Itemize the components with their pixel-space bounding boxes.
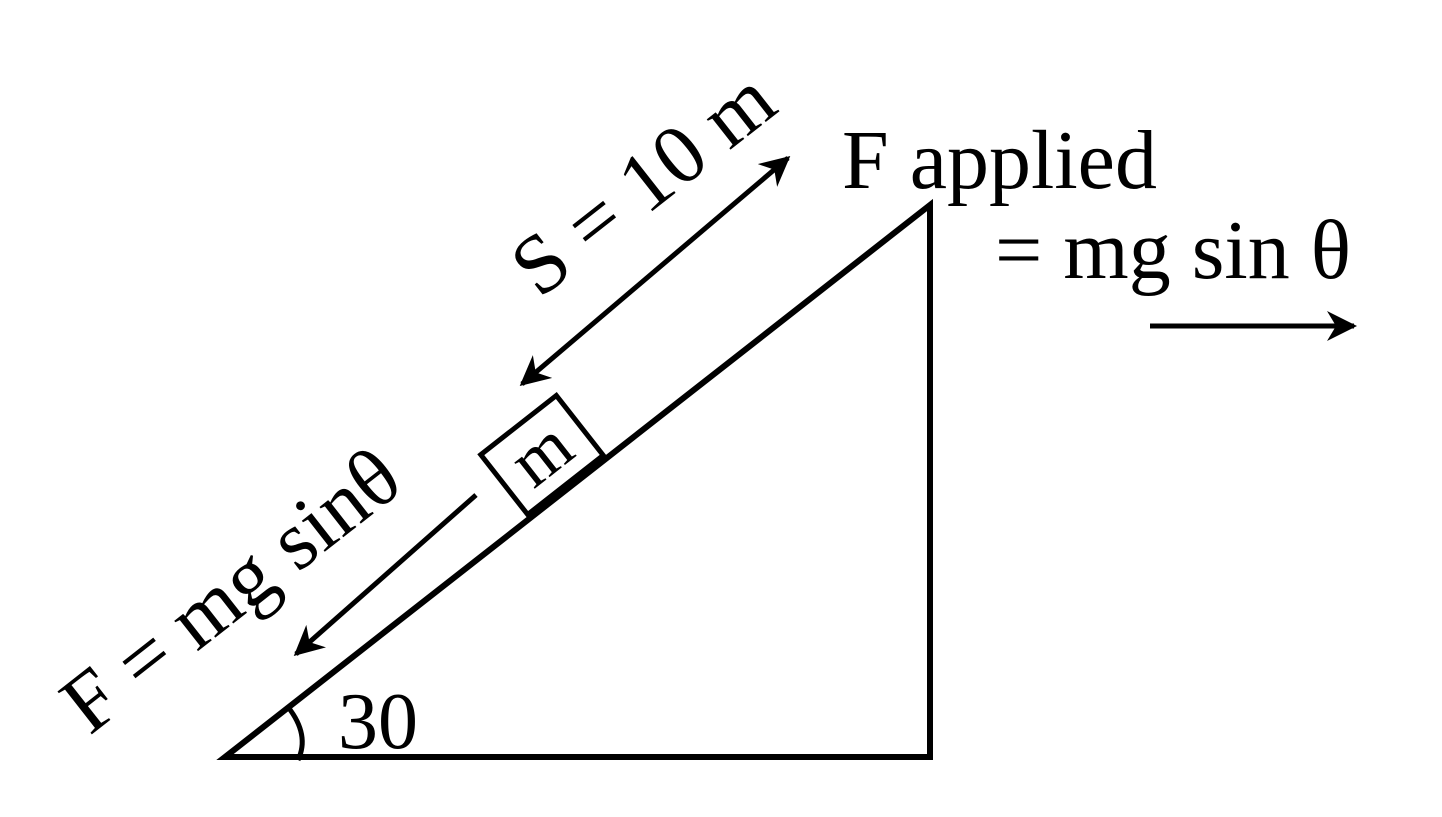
force-down-arrow [293,493,478,656]
displacement-label: S = 10 m [494,52,793,314]
inclined-plane [216,198,933,760]
displacement-arrow [519,156,791,386]
applied-force-value: = mg sin θ [995,204,1351,297]
angle-arc [286,705,305,762]
mass-block: m [477,391,607,519]
applied-force-label: F applied [842,114,1157,207]
angle-label: 30 [338,678,418,766]
